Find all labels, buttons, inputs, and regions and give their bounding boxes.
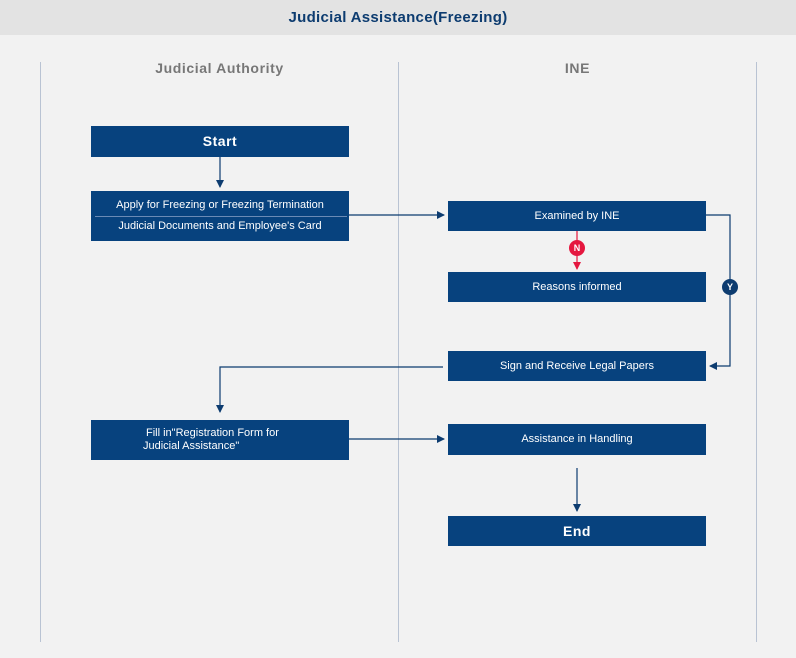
step-fill-line1: Fill in"Registration Form for	[146, 427, 279, 439]
step-start: Start	[91, 126, 349, 157]
step-fill-line2: Judicial Assistance"	[143, 440, 240, 452]
apply-box-divider	[95, 216, 347, 217]
page-title: Judicial Assistance(Freezing)	[0, 0, 796, 35]
step-reasons-informed: Reasons informed	[448, 272, 706, 302]
step-sign-legal-papers: Sign and Receive Legal Papers	[448, 351, 706, 381]
lane-divider-left	[40, 62, 41, 642]
lane-divider-middle	[398, 62, 399, 642]
lane-title-ine: INE	[564, 60, 591, 76]
step-apply-line1: Apply for Freezing or Freezing Terminati…	[116, 199, 324, 211]
step-assistance-handling: Assistance in Handling	[448, 424, 706, 455]
lane-title-judicial-authority: Judicial Authority	[155, 60, 284, 76]
lane-divider-right	[756, 62, 757, 642]
decision-no-badge: N	[569, 240, 585, 256]
step-apply-line2: Judicial Documents and Employee's Card	[118, 220, 322, 232]
step-examined: Examined by INE	[448, 201, 706, 231]
step-fill-in-form: Fill in"Registration Form for Judicial A…	[91, 420, 349, 460]
decision-yes-badge: Y	[722, 279, 738, 295]
arrow-sign-to-fill	[216, 366, 443, 413]
step-end: End	[448, 516, 706, 546]
